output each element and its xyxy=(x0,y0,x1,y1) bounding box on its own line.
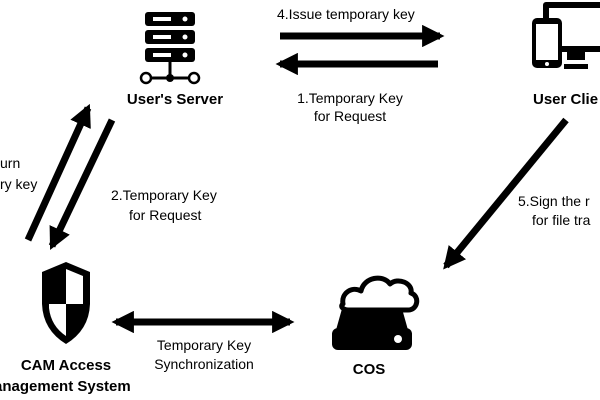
edge-label-issue-key: 4.Issue temporary key xyxy=(277,6,415,22)
devices-icon xyxy=(532,2,600,69)
arrows xyxy=(24,24,569,334)
cos-label: COS xyxy=(352,361,386,378)
edge-label-3-line1: urn xyxy=(0,155,21,171)
client-label: User Clie xyxy=(533,91,599,108)
cam-label-line1: CAM Access xyxy=(20,357,112,374)
edge-label-6-line2: Synchronization xyxy=(154,356,254,372)
edge-label-5-line2: for file tra xyxy=(532,212,591,228)
edge-label-3-line2: ry key xyxy=(0,176,38,192)
cam-label-line2: anagement System xyxy=(0,378,131,395)
arrow-client-to-cos xyxy=(443,117,569,270)
edge-label-2-line2: for Request xyxy=(129,207,202,223)
shield-icon xyxy=(42,262,90,344)
server-label: User's Server xyxy=(126,91,224,108)
edge-label-2-line1: 2.Temporary Key xyxy=(111,187,217,203)
edge-label-5-line1: 5.Sign the r xyxy=(518,193,590,209)
arrow-server-to-cam xyxy=(48,118,116,251)
server-icon xyxy=(139,12,201,85)
edge-label-1-line1: 1.Temporary Key xyxy=(297,90,403,106)
cloud-storage-icon xyxy=(332,275,420,350)
edge-label-6-line1: Temporary Key xyxy=(156,337,252,353)
arrow-cam-to-server xyxy=(24,103,92,242)
edge-label-1-line2: for Request xyxy=(313,108,387,124)
